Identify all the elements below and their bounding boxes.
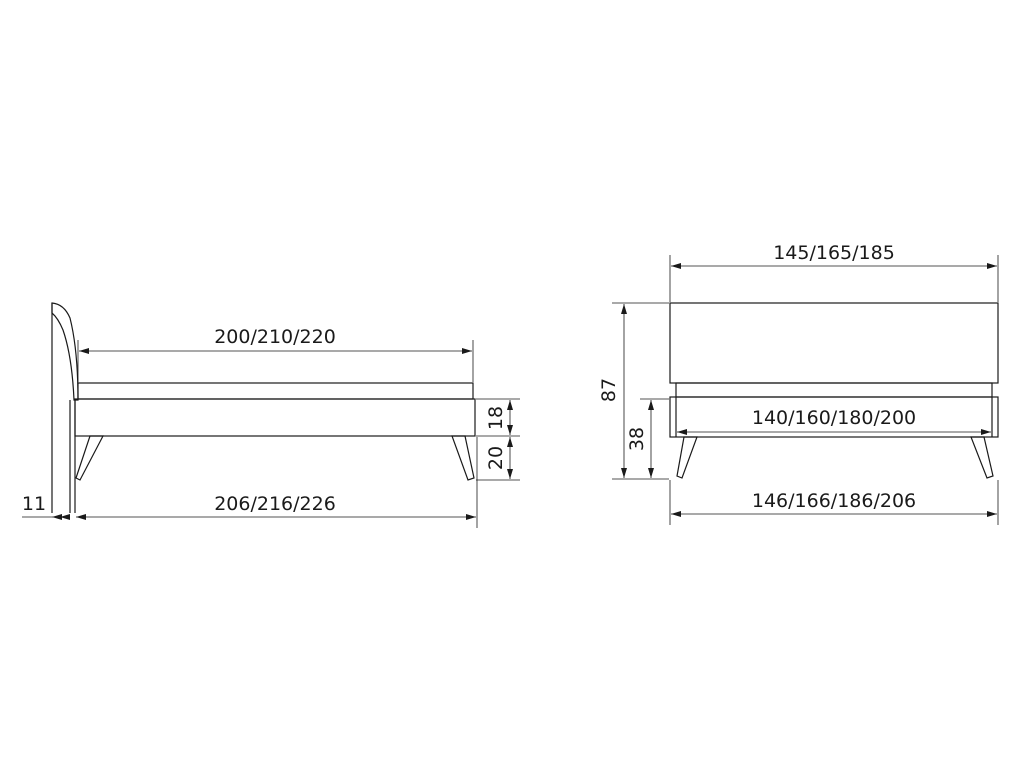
dim-outer-length: 206/216/226 [76,437,478,528]
front-view: 145/165/185 140/160/180/200 146/166/186/… [598,242,999,525]
front-headboard [669,302,999,384]
svg-text:87: 87 [598,378,620,402]
mattress [77,382,474,400]
svg-text:140/160/180/200: 140/160/180/200 [752,407,916,429]
front-mattress [675,382,993,398]
dim-frame-leg-height: 18 20 [476,398,520,481]
dim-width-inner: 140/160/180/200 [677,407,991,435]
dim-bed-height: 38 [626,398,669,478]
front-frame [669,396,999,438]
leg-right [451,435,475,481]
dim-total-height: 87 [598,302,669,480]
svg-text:145/165/185: 145/165/185 [773,242,895,264]
dim-headboard-thickness: 11 [22,493,70,520]
svg-text:146/166/186/206: 146/166/186/206 [752,490,916,512]
bed-frame [74,398,476,437]
svg-text:206/216/226: 206/216/226 [214,493,336,515]
side-view: 200/210/220 206/216/226 11 18 20 [22,302,520,528]
headboard [51,302,79,401]
svg-text:18: 18 [485,406,507,430]
svg-text:11: 11 [22,493,46,515]
dim-width-top: 145/165/185 [669,242,999,302]
svg-text:38: 38 [626,427,648,451]
front-leg-right [970,436,994,479]
dim-width-outer: 146/166/186/206 [669,480,999,525]
svg-text:200/210/220: 200/210/220 [214,326,336,348]
leg-left [75,435,104,481]
dim-inner-length: 200/210/220 [77,326,474,382]
front-leg-left [676,436,698,479]
svg-text:20: 20 [485,446,507,470]
